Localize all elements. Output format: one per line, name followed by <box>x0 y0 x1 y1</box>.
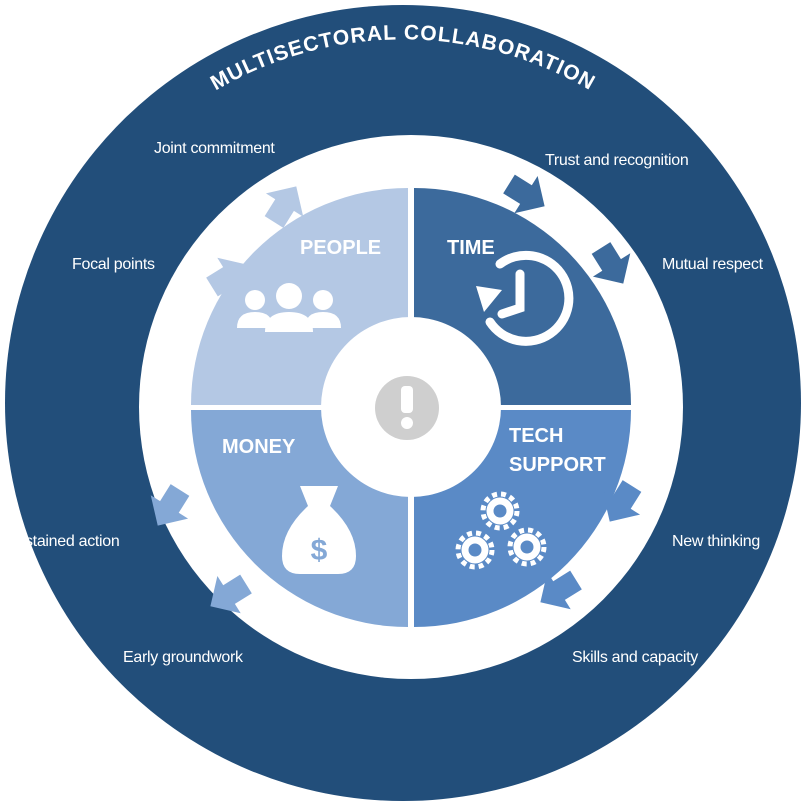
label-sustained-action: Sustained action <box>6 533 120 550</box>
label-early-groundwork: Early groundwork <box>123 649 244 666</box>
label-mutual-respect: Mutual respect <box>662 256 764 273</box>
money-label: MONEY <box>222 436 296 458</box>
svg-text:$: $ <box>311 534 328 567</box>
tech-label: TECH <box>509 425 563 447</box>
label-trust-recognition: Trust and recognition <box>545 152 688 169</box>
money-bag-icon: $ <box>282 486 356 574</box>
label-joint-commitment: Joint commitment <box>154 140 275 157</box>
support-label: SUPPORT <box>509 454 606 476</box>
gears-icon <box>455 491 547 570</box>
group-icon <box>237 283 341 332</box>
label-new-thinking: New thinking <box>672 533 760 550</box>
clock-icon <box>476 250 574 346</box>
people-label: PEOPLE <box>300 237 381 259</box>
label-skills-capacity: Skills and capacity <box>572 649 698 666</box>
time-label: TIME <box>447 237 495 259</box>
exclamation-icon <box>375 376 439 440</box>
label-focal-points: Focal points <box>72 256 155 273</box>
